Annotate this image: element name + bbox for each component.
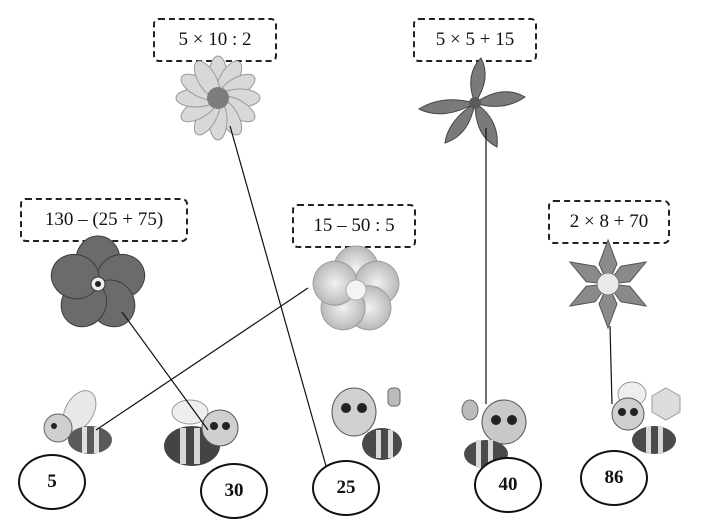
- expression-box-1: 5 × 10 : 2: [153, 18, 277, 62]
- answer-oval-40[interactable]: 40: [474, 457, 542, 513]
- answer-value: 30: [224, 480, 244, 501]
- expression-text: 15 – 50 : 5: [313, 215, 395, 236]
- expression-text: 5 × 10 : 2: [178, 29, 252, 50]
- answer-value: 5: [47, 471, 57, 492]
- answer-oval-86[interactable]: 86: [580, 450, 648, 506]
- answer-value: 86: [604, 467, 624, 488]
- answer-value: 25: [336, 477, 356, 498]
- connection-line: [121, 311, 209, 431]
- answer-oval-5[interactable]: 5: [18, 454, 86, 510]
- bee-icon: [164, 399, 239, 466]
- expression-text: 2 × 8 + 70: [569, 211, 649, 232]
- dark-flower-icon[interactable]: [46, 235, 151, 336]
- expression-box-5: 2 × 8 + 70: [548, 200, 670, 244]
- star-flower-icon[interactable]: [565, 238, 650, 330]
- expression-box-3: 130 – (25 + 75): [20, 198, 188, 242]
- bee-icon: [43, 390, 112, 454]
- bee-icon: [331, 387, 402, 460]
- connection-line: [609, 325, 613, 405]
- expression-text: 130 – (25 + 75): [44, 209, 164, 230]
- connection-line: [95, 287, 309, 431]
- lily-flower-icon[interactable]: [417, 57, 526, 148]
- expression-text: 5 × 5 + 15: [435, 29, 515, 50]
- bee-icon: [611, 381, 681, 454]
- pale-flower-icon[interactable]: [307, 245, 404, 339]
- expression-box-2: 5 × 5 + 15: [413, 18, 537, 62]
- answer-value: 40: [498, 474, 518, 495]
- answer-oval-30[interactable]: 30: [200, 463, 268, 519]
- connection-line: [229, 125, 327, 467]
- daisy-flower-icon[interactable]: [175, 55, 261, 141]
- answer-oval-25[interactable]: 25: [312, 460, 380, 516]
